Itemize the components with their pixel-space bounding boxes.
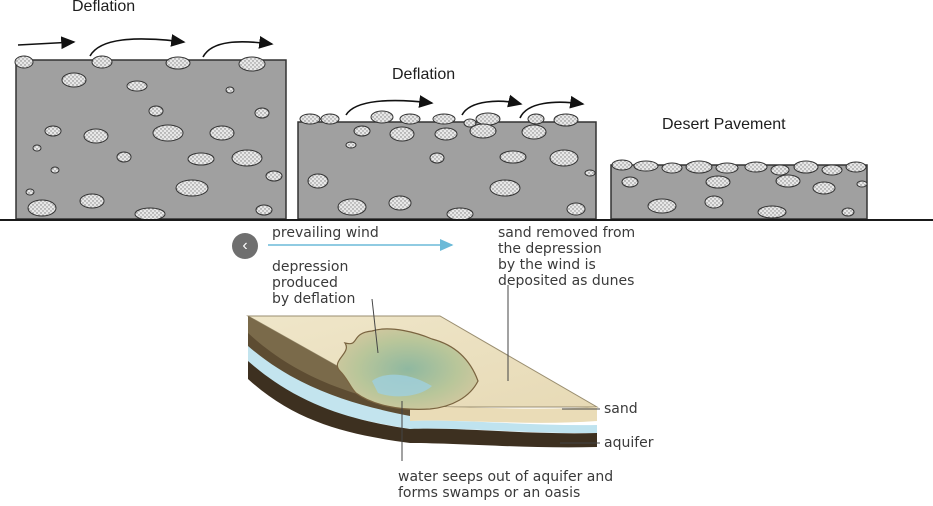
label-sand: sand	[604, 401, 638, 417]
stage2-wind-arrows	[345, 94, 585, 119]
stage1-title: Deflation	[72, 0, 136, 15]
aquifer-layer-left	[248, 346, 410, 429]
bedrock-front	[410, 428, 597, 448]
stage3-pebble-pavement	[611, 159, 868, 219]
stage1-rock-block	[15, 59, 287, 219]
label-prevailing-wind: prevailing wind	[272, 225, 379, 241]
stage2-pebbles	[299, 110, 596, 219]
deflation-stages-panel: Deflation Deflation Desert Pavement	[0, 0, 933, 221]
aquifer-front	[410, 420, 597, 434]
label-aquifer: aquifer	[604, 435, 654, 451]
stage2-title: Deflation	[392, 66, 456, 83]
deflation-depression	[336, 328, 479, 410]
depression-diagram-panel: ‹	[0, 221, 933, 506]
label-sand-removed: sand removed from the depression by the …	[498, 225, 636, 289]
leader-depression	[371, 298, 379, 354]
label-water-seeps: water seeps out of aquifer and forms swa…	[398, 469, 614, 501]
stage1-pebbles	[14, 55, 283, 219]
depression-block-diagram	[246, 239, 600, 461]
stage1-wind-arrows	[17, 34, 274, 58]
stage3-title: Desert Pavement	[662, 116, 786, 133]
label-depression: depression produced by deflation	[272, 259, 356, 307]
deflation-stages-illustration	[14, 34, 868, 219]
back-button[interactable]: ‹	[232, 233, 258, 259]
bedrock-left	[248, 361, 410, 443]
sand-front	[410, 406, 597, 423]
oasis-water	[372, 374, 432, 397]
